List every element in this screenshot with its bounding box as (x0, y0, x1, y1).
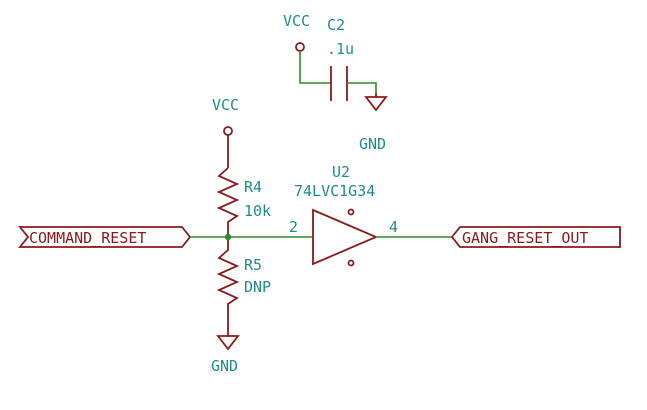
buffer-u2 (312, 208, 379, 267)
net-label-command-reset: COMMAND_RESET (18, 226, 192, 248)
gnd-bottom-label: GND (211, 357, 238, 375)
command-reset-label: COMMAND_RESET (29, 229, 146, 247)
gnd-symbol-bottom: GND (211, 335, 240, 375)
r4-value-label: 10k (244, 202, 271, 220)
c2-ref-label: C2 (327, 16, 345, 34)
wire-vcc-c2 (299, 51, 331, 84)
u2-value-label: 74LVC1G34 (294, 182, 375, 200)
r5-ref-label: R5 (244, 256, 262, 274)
junction-dot (224, 233, 232, 241)
capacitor-c2 (330, 66, 348, 101)
vcc-symbol-top: VCC (283, 12, 310, 52)
vcc-symbol-left: VCC (212, 96, 239, 136)
pin-4-label: 4 (389, 218, 398, 236)
wire-c2-gnd (347, 82, 377, 93)
vcc-left-label: VCC (212, 96, 239, 114)
r5-value-label: DNP (244, 278, 271, 296)
resistor-r5 (216, 236, 240, 320)
gnd-symbol-top: GND (359, 93, 388, 153)
vcc-top-label: VCC (283, 12, 310, 30)
c2-value-label: .1u (327, 40, 354, 58)
gnd-top-label: GND (359, 135, 386, 153)
r4-ref-label: R4 (244, 178, 262, 196)
net-label-gang-reset-out: GANG_RESET_OUT (450, 226, 621, 248)
resistor-r4 (216, 167, 240, 236)
gang-reset-out-label: GANG_RESET_OUT (462, 229, 588, 247)
pin-2-label: 2 (289, 218, 298, 236)
u2-ref-label: U2 (332, 163, 350, 181)
